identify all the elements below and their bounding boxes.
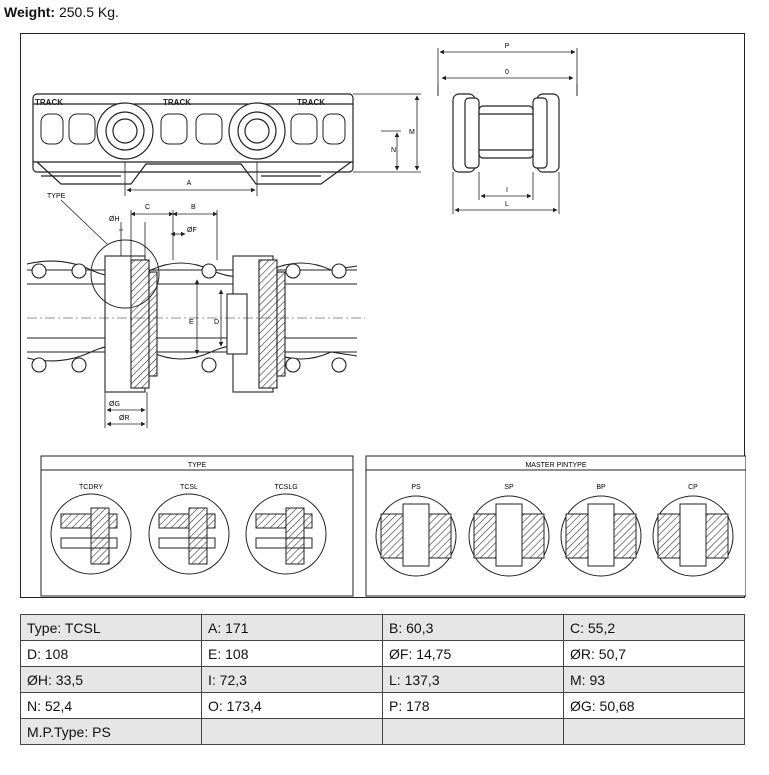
dim-i-l	[452, 172, 560, 214]
spec-cell: ØG: 50,68	[563, 692, 745, 719]
chain-side-view	[32, 93, 354, 185]
pin-panel-title: MASTER PINTYPE	[525, 462, 586, 469]
type-item-2: TCSL	[180, 484, 198, 491]
spec-cell: E: 108	[201, 640, 383, 667]
chain-section-view	[26, 255, 358, 393]
spec-cell: P: 178	[382, 692, 564, 719]
type-item-3: TCSLG	[274, 484, 297, 491]
spec-cell: I: 72,3	[201, 666, 383, 693]
spec-cell: M: 93	[563, 666, 745, 693]
dim-ff-label: ØF	[187, 227, 197, 234]
brand-logo-3: TRACK	[297, 98, 325, 107]
section-dims	[104, 210, 224, 428]
pin-item-1: PS	[411, 484, 421, 491]
dim-p-o	[437, 48, 578, 96]
pin-item-2: SP	[504, 484, 514, 491]
spec-cell: ØF: 14,75	[382, 640, 564, 667]
dim-b-label: B	[191, 204, 196, 211]
dim-n-label: N	[391, 147, 396, 154]
spec-row: M.P.Type: PS	[20, 718, 745, 745]
type-callout-circle	[90, 239, 160, 309]
dim-n-m	[353, 93, 421, 173]
spec-cell: N: 52,4	[20, 692, 202, 719]
spec-cell	[201, 718, 383, 745]
brand-logo-1: TRACK	[35, 98, 63, 107]
spec-cell: O: 173,4	[201, 692, 383, 719]
spec-cell: ØR: 50,7	[563, 640, 745, 667]
type-item-1: TCDRY	[79, 484, 103, 491]
type-callout-label: TYPE	[47, 193, 66, 200]
drawing-svg: TRACK TRACK TRACK A N M P 0	[26, 43, 746, 597]
dim-l-label: L	[505, 201, 509, 208]
type-panel-title: TYPE	[188, 462, 207, 469]
dim-p-label: P	[505, 43, 510, 50]
spec-cell: M.P.Type: PS	[20, 718, 202, 745]
dim-a	[124, 162, 258, 196]
type-panel: TYPE TCDRY TCSL TCSLG	[40, 455, 354, 597]
pin-panel: MASTER PINTYPE PS SP BP CP	[365, 455, 746, 597]
spec-cell	[563, 718, 745, 745]
weight-line: Weight: 250.5 Kg.	[4, 4, 119, 20]
spec-cell	[382, 718, 564, 745]
dim-e-label: E	[189, 319, 194, 326]
dim-fr-label: ØR	[119, 415, 130, 422]
spec-cell: D: 108	[20, 640, 202, 667]
dim-fh-label: ØH	[109, 216, 120, 223]
spec-cell: ØH: 33,5	[20, 666, 202, 693]
spec-cell: B: 60,3	[382, 614, 564, 641]
dim-c-label: C	[145, 204, 150, 211]
pin-end-view	[452, 93, 560, 173]
dim-i-label: I	[506, 187, 508, 194]
dim-o-label: 0	[505, 69, 509, 76]
spec-cell: L: 137,3	[382, 666, 564, 693]
pin-item-4: CP	[688, 484, 698, 491]
spec-cell: A: 171	[201, 614, 383, 641]
pin-item-3: BP	[596, 484, 606, 491]
weight-label: Weight:	[4, 4, 56, 20]
dim-a-label: A	[187, 180, 192, 187]
brand-logo-2: TRACK	[163, 98, 191, 107]
weight-value: 250.5 Kg.	[58, 4, 119, 20]
technical-drawing: TRACK TRACK TRACK A N M P 0	[20, 33, 746, 598]
dim-d-label: D	[214, 319, 219, 326]
spec-cell: C: 55,2	[563, 614, 745, 641]
dim-fg-label: ØG	[109, 401, 120, 408]
spec-cell: Type: TCSL	[20, 614, 202, 641]
brand-logos: TRACK TRACK TRACK	[35, 98, 325, 107]
dim-m-label: M	[409, 129, 415, 136]
